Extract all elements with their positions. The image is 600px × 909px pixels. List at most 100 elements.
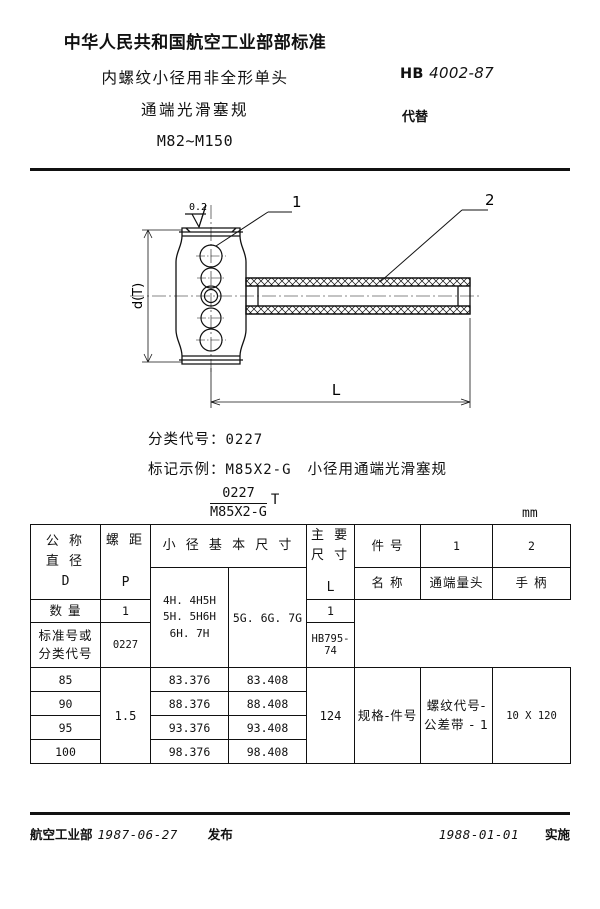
row-3-tolerance-g: 98.408 (227, 739, 308, 765)
nominal-diameter-line1: 公 称 (45, 534, 86, 549)
nominal-diameter-symbol: D (61, 574, 70, 590)
fraction-numerator: 0227 (210, 485, 267, 504)
marking-description: 小径用通端光滑塞规 (307, 462, 448, 478)
row-2-tolerance-h: 93.376 (150, 715, 229, 741)
nominal-diameter-line2: 直 径 (45, 554, 86, 570)
classification-label: 分类代号： (148, 432, 226, 448)
spec-format-part2: 10 X 120 (492, 667, 572, 765)
parts-row-value1-0: 1 (420, 524, 494, 568)
footer-divider-rule (30, 812, 570, 815)
tolerance-h-line3: 6H. 7H (169, 626, 210, 640)
main-dim-line2: 尺 寸 (310, 548, 351, 564)
replace-label: 代替 (402, 110, 429, 125)
header-minor-basic-size: 小 径 基 本 尺 寸 (149, 524, 308, 568)
row-0-diameter: 85 (30, 667, 101, 693)
footer-effective-date: 1988-01-01 (438, 827, 519, 842)
ministry-title: 中华人民共和国航空工业部部标准 (63, 33, 327, 53)
table-header-row-3: 数 量 1 1 (30, 599, 571, 624)
hole-center-marks (196, 255, 226, 341)
standard-number-block: HB 4002-87 (400, 64, 494, 82)
header-pitch: 螺 距 P (100, 523, 151, 601)
standard-prefix: HB (400, 66, 424, 82)
header-tolerance-class-g: 5G. 6G. 7G (227, 566, 308, 669)
classification-value: 0227 (225, 432, 264, 448)
parts-row-value1-2: 1 (100, 599, 151, 624)
row-3-diameter: 100 (30, 739, 101, 765)
parts-row-value1-1: 通端量头 (420, 566, 494, 601)
standard-title-line-2: 通端光滑塞规 (140, 101, 249, 119)
table-row: 90 88.376 88.408 (30, 691, 571, 717)
document-footer: 航空工业部 1987-06-27 发布 1988-01-01 实施 (30, 824, 570, 848)
callout-label-2: 2 (485, 191, 495, 209)
center-lines (130, 205, 482, 372)
row-0-tolerance-h: 83.376 (150, 667, 229, 693)
surface-finish-value: 0.2 (189, 202, 207, 213)
header-tolerance-class-h: 4H. 4H5H 5H. 5H6H 6H. 7H (150, 566, 229, 669)
spec-part1-line2: 公差带 - 1 (424, 716, 489, 732)
marking-value: M85X2-G (225, 462, 292, 478)
footer-issuer: 航空工业部 (30, 827, 93, 842)
row-3-tolerance-h: 98.376 (150, 739, 229, 765)
length-dimension-label: L (332, 381, 341, 399)
tolerance-h-line1: 4H. 4H5H (163, 593, 216, 607)
parts-row-value2-2: 1 (306, 599, 356, 624)
footer-effective-action: 实施 (544, 827, 570, 842)
surface-finish-symbol (185, 204, 207, 229)
row-2-tolerance-g: 93.408 (227, 715, 308, 741)
parts-row-value2-0: 2 (492, 524, 572, 568)
vertical-dimension-label: d(T) (131, 283, 146, 309)
marking-example-note: 标记示例：M85X2-G 小径用通端光滑塞规 (148, 458, 578, 479)
fraction-suffix: T (270, 492, 280, 508)
row-0-tolerance-g: 83.408 (227, 667, 308, 693)
tolerance-h-line2: 5H. 5H6H (163, 610, 216, 624)
footer-issue-block: 航空工业部 1987-06-27 发布 (30, 824, 233, 843)
length-value: 124 (306, 667, 356, 765)
row-2-diameter: 95 (30, 715, 101, 741)
table-unit-label: mm (522, 506, 538, 521)
header-main-dimension: 主 要 尺 寸 L (306, 523, 356, 601)
table-row: 100 98.376 98.408 (30, 739, 571, 765)
table-header-row-4: 标准号或 分类代号 0227 HB795-74 (30, 622, 571, 669)
marking-label: 标记示例： (148, 462, 226, 478)
standard-number: 4002-87 (429, 64, 494, 82)
handle-body (175, 227, 247, 365)
row-1-tolerance-h: 88.376 (150, 691, 229, 717)
main-dim-symbol: L (326, 580, 335, 596)
row-1-diameter: 90 (30, 691, 101, 717)
parts-row-label-2: 数 量 (30, 599, 101, 624)
parts-row-label-0: 件 号 (354, 524, 422, 568)
table-header-row-1: 公 称 直 径 D 螺 距 P 小 径 基 本 尺 寸 主 要 尺 寸 L 件 … (30, 523, 572, 601)
footer-issue-action: 发布 (207, 827, 233, 842)
standard-number-label: 标准号或 分类代号 (30, 622, 101, 669)
table-header-row-2: 4H. 4H5H 5H. 5H6H 6H. 7H 5G. 6G. 7G 名 称 … (31, 566, 572, 669)
standard-title-line-1: 内螺纹小径用非全形单头 (101, 69, 289, 87)
size-range-label: M82~M150 (156, 132, 234, 150)
plug-gauge-assembly-drawing: 0.2 1 2 d(T) (130, 191, 495, 408)
table-row: 85 1.5 83.376 83.408 124 规格-件号 螺纹代号- 公差带… (30, 667, 572, 765)
technical-drawing: 0.2 1 2 d(T) (30, 190, 570, 420)
footer-effective-block: 1988-01-01 实施 (439, 824, 570, 843)
header-divider-rule (30, 168, 570, 171)
callout-leaders (215, 209, 488, 283)
document-header: 中华人民共和国航空工业部部标准 内螺纹小径用非全形单头 通端光滑塞规 M82~M… (0, 28, 600, 171)
specification-table: 公 称 直 径 D 螺 距 P 小 径 基 本 尺 寸 主 要 尺 寸 L 件 … (30, 523, 572, 765)
pitch-label: 螺 距 (105, 533, 146, 549)
vertical-dimension (142, 229, 182, 363)
gauge-member (245, 277, 471, 315)
parts-row-label-1: 名 称 (354, 566, 422, 601)
marking-fraction: 0227 M85X2-G T (210, 485, 280, 521)
standard-label-line2: 分类代号 (38, 646, 93, 662)
spec-part1-line1: 螺纹代号- (426, 698, 487, 714)
row-1-tolerance-g: 88.408 (227, 691, 308, 717)
standard-value-part1: 0227 (100, 622, 151, 669)
standard-value-part2: HB795-74 (306, 622, 356, 669)
spec-format-label: 规格-件号 (354, 667, 422, 765)
pitch-value: 1.5 (100, 667, 151, 765)
spec-format-part1: 螺纹代号- 公差带 - 1 (420, 667, 494, 765)
classification-note: 分类代号：0227 (148, 428, 578, 449)
callout-label-1: 1 (292, 193, 302, 211)
footer-issue-date: 1987-06-27 (97, 827, 178, 842)
specification-table-wrapper: 公 称 直 径 D 螺 距 P 小 径 基 本 尺 寸 主 要 尺 寸 L 件 … (30, 523, 572, 765)
